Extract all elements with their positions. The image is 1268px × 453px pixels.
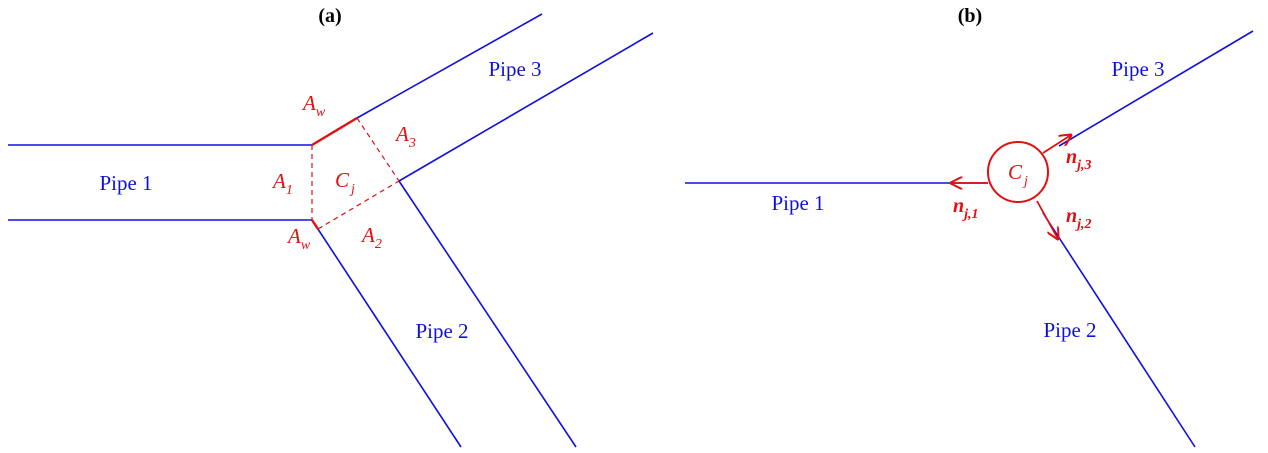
pipe1-label-a: Pipe 1	[99, 171, 152, 195]
pipe2-left-wall	[311, 219, 462, 448]
pipe3-bottom-wall	[398, 32, 654, 182]
junction-wall-top	[311, 116, 358, 147]
aw-top-sub: w	[316, 105, 326, 120]
label-a3: A3	[394, 122, 416, 151]
label-aw-top: Aw	[301, 91, 326, 120]
pipe1-label-b: Pipe 1	[771, 191, 824, 215]
pipe3-label-b: Pipe 3	[1111, 57, 1164, 81]
a2-sub: 2	[375, 237, 382, 252]
label-a2: A2	[360, 223, 382, 252]
cj-b-base: C	[1008, 160, 1023, 184]
pipe2-line-b	[1042, 212, 1196, 448]
n2-base: n	[1066, 205, 1077, 227]
cj-a-base: C	[335, 168, 350, 192]
label-n2: nj,2	[1066, 205, 1092, 232]
a2-base: A	[360, 223, 375, 247]
n3-base: n	[1066, 146, 1077, 168]
label-a1: A1	[271, 169, 293, 198]
junction-node	[987, 141, 1049, 203]
n1-base: n	[953, 195, 964, 217]
label-n1: nj,1	[953, 195, 979, 222]
label-aw-bottom: Aw	[286, 224, 311, 253]
aw-top-base: A	[301, 91, 316, 115]
cj-a-sub: j	[349, 182, 355, 197]
a1-sub: 1	[286, 183, 293, 198]
normal-arrow-3	[1042, 135, 1071, 154]
a3-sub: 3	[408, 136, 416, 151]
pipe3-top-wall	[356, 13, 543, 119]
n1-sub: j,1	[962, 207, 978, 222]
panel-label-b: (b)	[958, 5, 982, 27]
normal-arrow-2	[1036, 200, 1058, 239]
a1-base: A	[271, 169, 286, 193]
a3-base: A	[394, 122, 409, 146]
pipe2-label-b: Pipe 2	[1043, 318, 1096, 342]
pipe3-label-a: Pipe 3	[488, 57, 541, 81]
pipe2-label-a: Pipe 2	[415, 319, 468, 343]
cj-b-sub: j	[1022, 174, 1028, 189]
aw-bottom-base: A	[286, 224, 301, 248]
label-n3: nj,3	[1066, 146, 1092, 173]
face-a3	[356, 117, 400, 182]
n3-sub: j,3	[1075, 158, 1091, 173]
pipe3-line-b	[1058, 30, 1254, 147]
junction-wall-bottom	[311, 219, 319, 230]
n2-sub: j,2	[1075, 217, 1091, 232]
panel-label-a: (a)	[318, 5, 341, 27]
aw-bottom-sub: w	[301, 238, 311, 253]
pipe2-right-wall	[398, 180, 577, 448]
face-a2	[317, 180, 400, 230]
